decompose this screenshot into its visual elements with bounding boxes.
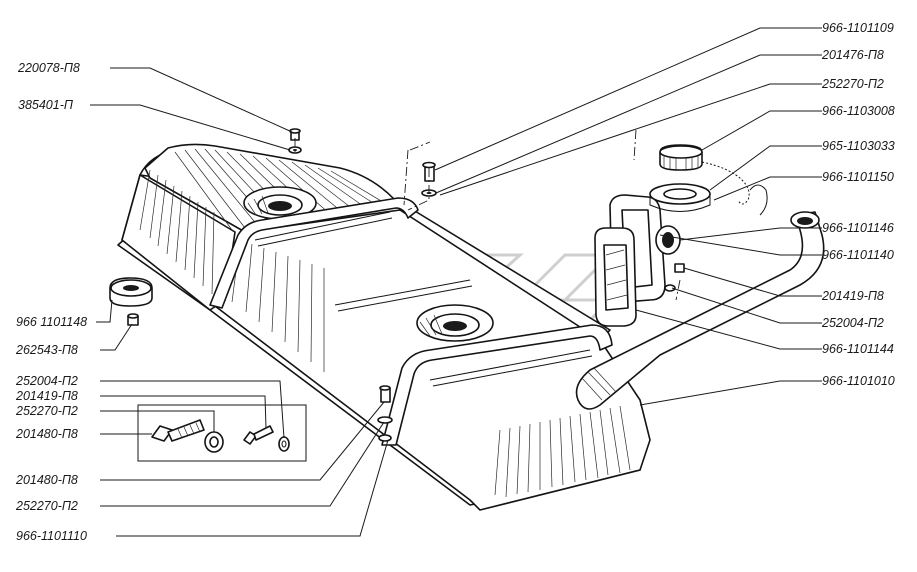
screw-201419-right	[674, 263, 685, 273]
filler-pipe	[575, 211, 825, 410]
label-252270-p2-left: 252270-П2	[15, 404, 78, 418]
fuel-tank-body	[117, 143, 651, 511]
washer-252270-inset	[204, 431, 224, 453]
mounting-strap-front	[381, 324, 613, 446]
label-252270-p2-top: 252270-П2	[821, 77, 884, 91]
label-201419-p8-left: 201419-П8	[15, 389, 78, 403]
label-966-1101150: 966-1101150	[822, 170, 894, 184]
label-966-1101110: 966-1101110	[16, 529, 87, 543]
label-385401-p: 385401-П	[18, 98, 74, 112]
part-labels: 220078-П8 385401-П 966-1101109 201476-П8…	[15, 21, 895, 543]
screw-201419-inset	[243, 425, 274, 445]
label-201476-p8: 201476-П8	[821, 48, 884, 62]
label-966-1101010: 966-1101010	[822, 374, 895, 388]
filler-cap	[659, 144, 703, 171]
label-965-1103033: 965-1103033	[822, 139, 895, 153]
bolt-220078-top	[289, 128, 301, 141]
bolt-201480-inset	[151, 419, 205, 442]
label-252270-p2-lower: 252270-П2	[15, 499, 78, 513]
label-201480-p8-lower: 201480-П8	[15, 473, 78, 487]
fastener-inset-box	[137, 404, 307, 462]
label-966-1101144: 966-1101144	[822, 342, 894, 356]
label-966-1101109: 966-1101109	[822, 21, 894, 35]
label-966-1103008: 966-1103008	[822, 104, 895, 118]
label-966-1101146: 966-1101146	[822, 221, 894, 235]
filler-gasket	[594, 227, 637, 327]
leader-lines	[90, 27, 822, 537]
label-252004-p2-left: 252004-П2	[15, 374, 78, 388]
tank-filler-flange-rear	[243, 186, 317, 220]
label-220078-p8: 220078-П8	[17, 61, 80, 75]
label-966-1101148: 966 1101148	[16, 315, 87, 329]
filler-neck-collar	[655, 225, 681, 255]
bolt-966-1101109	[422, 161, 436, 182]
filler-cap-gasket	[649, 183, 711, 212]
tank-filler-flange-front	[416, 304, 494, 342]
assembly-axis-lines	[294, 129, 681, 301]
washer-252004-inset	[278, 436, 290, 452]
washer-252004-right	[664, 284, 676, 292]
strap-bolt-lower	[377, 385, 393, 442]
label-201419-p8-right: 201419-П8	[821, 289, 884, 303]
label-966-1101140: 966-1101140	[822, 248, 894, 262]
label-252004-p2-right: 252004-П2	[821, 316, 884, 330]
nut-262543	[127, 313, 139, 326]
cap-retaining-chain	[701, 161, 768, 216]
label-201480-p8-inset: 201480-П8	[15, 427, 78, 441]
label-262543-p8: 262543-П8	[15, 343, 78, 357]
mounting-strap-rear	[209, 197, 419, 309]
rubber-cushion-966-1101148	[109, 277, 153, 307]
